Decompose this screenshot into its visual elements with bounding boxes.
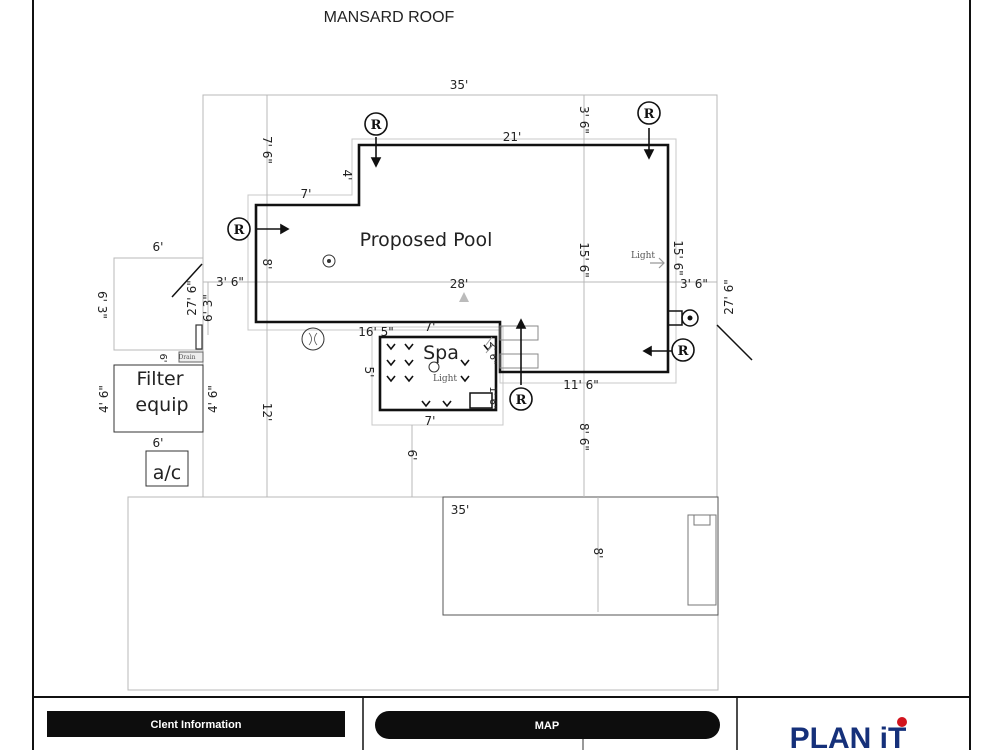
light-arrow-icon bbox=[650, 257, 665, 269]
dim-pool-step-width: 7' bbox=[301, 187, 312, 201]
dim-pool-right-width: 15' 6" bbox=[577, 242, 591, 278]
main-drain-icon bbox=[322, 254, 336, 268]
dim-lower-left: 12' bbox=[260, 403, 274, 422]
dim-spa-side: 5' bbox=[362, 367, 376, 378]
return-marker-label: R bbox=[234, 223, 245, 238]
house-outline bbox=[442, 496, 719, 616]
dim-pool-step-depth: 4' bbox=[340, 170, 354, 181]
dim-pool-left-width: 8' bbox=[260, 259, 274, 270]
dim-spa-right-upper: 2' 6" bbox=[487, 341, 498, 364]
dim-lower-right: 8' 6" bbox=[577, 423, 591, 451]
pool-label: Proposed Pool bbox=[360, 229, 493, 251]
return-markers: R R R R R bbox=[227, 101, 695, 411]
dim-spa-bottom: 7' bbox=[425, 414, 436, 428]
lot-outline bbox=[127, 496, 719, 691]
dim-right-total: 27' 6" bbox=[722, 279, 736, 315]
pool-light-label: Light bbox=[631, 251, 655, 261]
filter-label-line1: Filter bbox=[136, 368, 183, 390]
dim-ac-width: 6' bbox=[153, 436, 164, 450]
dim-right-offset: 3' 6" bbox=[680, 277, 708, 291]
drain-box bbox=[178, 351, 204, 363]
ac-box bbox=[145, 450, 189, 487]
dim-pool-top: 21' bbox=[503, 130, 522, 144]
ac-label: a/c bbox=[153, 462, 182, 484]
return-marker-label: R bbox=[371, 118, 382, 133]
return-marker-label: R bbox=[644, 107, 655, 122]
dim-side-gap: 6' 3" bbox=[201, 294, 215, 322]
fitting-circle-icon bbox=[681, 309, 699, 327]
slope-arrow-icon bbox=[459, 292, 469, 302]
return-marker-label: R bbox=[678, 344, 689, 359]
drawing-title: MANSARD ROOF bbox=[324, 9, 455, 26]
spa-drain-icon bbox=[428, 361, 440, 373]
spa-light-label: Light bbox=[433, 374, 457, 384]
logo-dot-icon bbox=[897, 717, 907, 727]
planit-logo: PLAN iT bbox=[790, 722, 907, 750]
dim-lower-mid: 6' bbox=[405, 450, 419, 461]
map-bar bbox=[375, 711, 720, 739]
dim-side-depth: 6' 3" bbox=[95, 291, 109, 319]
dim-pool-bottom-right: 11' 6" bbox=[563, 378, 599, 392]
spa-label: Spa bbox=[423, 342, 459, 364]
dim-spa-right: 1' 6" bbox=[487, 386, 498, 409]
return-marker-circle bbox=[671, 338, 695, 362]
return-marker-circle bbox=[509, 387, 533, 411]
return-lines bbox=[255, 128, 675, 385]
dim-side-total: 27' 6" bbox=[185, 280, 199, 316]
return-marker-circle bbox=[637, 101, 661, 125]
dim-house-width: 35' bbox=[451, 503, 470, 517]
fitting-square bbox=[667, 310, 683, 326]
slash-left bbox=[171, 263, 203, 298]
fitting-center bbox=[687, 315, 693, 321]
dim-side-equip-depth: 4' 6" bbox=[97, 385, 111, 413]
spa-deck-outline bbox=[371, 326, 504, 426]
dim-pool-length: 28' bbox=[450, 277, 469, 291]
return-marker-label: R bbox=[516, 393, 527, 408]
dim-light-depth: 15' 6" bbox=[671, 240, 685, 276]
dim-spa-top: 7' bbox=[425, 320, 436, 334]
map-label: MAP bbox=[535, 720, 559, 732]
deck-outline bbox=[247, 138, 677, 384]
client-info-label: Clent Information bbox=[150, 719, 241, 731]
main-drain-dot bbox=[327, 259, 331, 263]
dim-top-width: 35' bbox=[450, 78, 469, 92]
dim-filter-gap: 6' bbox=[157, 353, 168, 362]
dim-left-offset: 3' 6" bbox=[216, 275, 244, 289]
return-marker-circle bbox=[364, 112, 388, 136]
dim-left-top-depth: 7' 6" bbox=[260, 136, 274, 164]
return-marker-circle bbox=[227, 217, 251, 241]
dim-side-width: 6' bbox=[153, 240, 164, 254]
slash-right bbox=[716, 324, 753, 361]
spa-light-arrow-icon bbox=[485, 336, 493, 354]
skimmer-icon bbox=[301, 327, 325, 351]
skimmer-symbol bbox=[308, 332, 318, 346]
filter-equipment-box bbox=[113, 364, 204, 433]
yard-outline bbox=[202, 94, 718, 498]
dim-spa-offset: 16' 5" bbox=[358, 325, 394, 339]
house-fixture bbox=[687, 514, 717, 606]
equipment-marker bbox=[195, 324, 203, 350]
dim-right-top-depth: 3' 6" bbox=[577, 106, 591, 134]
drain-label: Drain bbox=[178, 354, 195, 361]
spa-step bbox=[469, 392, 493, 409]
filter-label-line2: equip bbox=[135, 394, 188, 416]
spa-outline bbox=[378, 335, 498, 412]
side-yard-box bbox=[113, 257, 204, 351]
spillway-lower bbox=[499, 353, 539, 369]
dim-equip-right: 4' 6" bbox=[206, 385, 220, 413]
dim-house-depth: 8' bbox=[591, 548, 605, 559]
client-info-bar bbox=[47, 711, 345, 737]
house-fixture-top bbox=[693, 514, 711, 526]
